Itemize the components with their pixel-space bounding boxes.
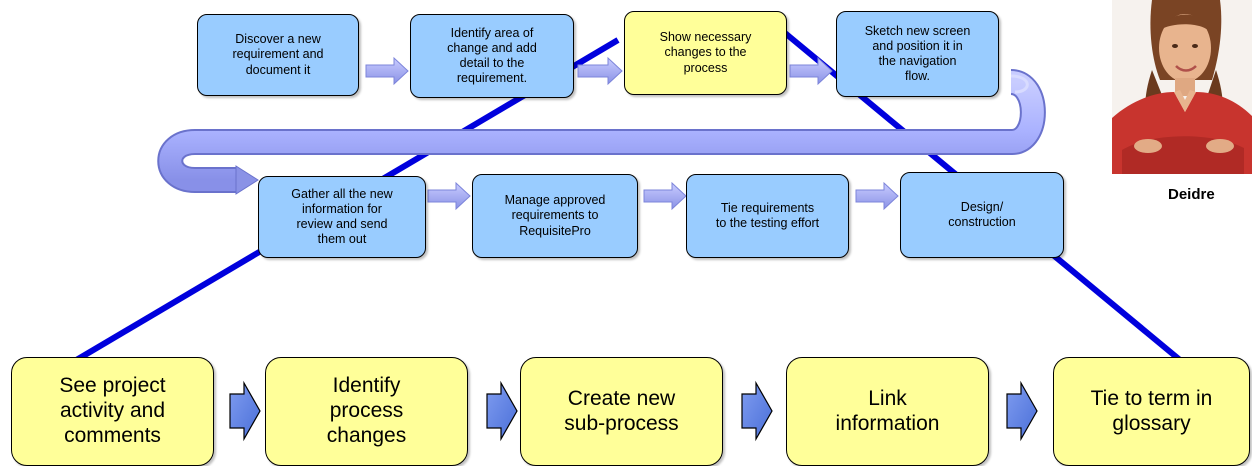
step-manage-approved-requirements: Manage approved requirements to Requisit… (472, 174, 638, 258)
flow-arrow-icon (365, 56, 409, 86)
step-show-process-changes: Show necessary changes to the process (624, 11, 787, 95)
step-label: Identify area of change and add detail t… (447, 25, 537, 86)
action-label: See project activity and comments (59, 374, 166, 447)
step-sketch-new-screen: Sketch new screen and position it in the… (836, 11, 999, 97)
action-identify-process-changes[interactable]: Identify process changes (265, 357, 468, 466)
action-label: Identify process changes (326, 374, 407, 447)
step-label: Show necessary changes to the process (659, 30, 752, 75)
flow-arrow-icon (427, 181, 471, 211)
flow-arrow-icon (486, 380, 518, 442)
step-label: Gather all the new information for revie… (291, 186, 393, 247)
action-link-information[interactable]: Link information (786, 357, 989, 466)
step-label: Sketch new screen and position it in the… (864, 23, 971, 84)
flow-arrow-icon (741, 380, 773, 442)
step-tie-requirements-testing: Tie requirements to the testing effort (686, 174, 849, 258)
person-photo-icon (1112, 0, 1252, 174)
flow-arrow-icon (229, 380, 261, 442)
step-label: Design/ construction (948, 199, 1016, 229)
action-label: Create new sub-process (564, 386, 679, 435)
action-see-project-activity[interactable]: See project activity and comments (11, 357, 214, 466)
flow-arrow-icon (577, 56, 623, 86)
step-gather-information: Gather all the new information for revie… (258, 176, 426, 258)
action-create-sub-process[interactable]: Create new sub-process (520, 357, 723, 466)
flow-arrow-icon (789, 56, 833, 86)
step-design-construction: Design/ construction (900, 172, 1064, 258)
step-discover-requirement: Discover a new requirement and document … (197, 14, 359, 96)
step-label: Manage approved requirements to Requisit… (504, 193, 606, 238)
persona-name: Deidre (1168, 186, 1215, 203)
flow-arrow-icon (1006, 380, 1038, 442)
action-label: Link information (835, 386, 940, 435)
step-label: Tie requirements to the testing effort (715, 200, 820, 230)
step-label: Discover a new requirement and document … (232, 32, 324, 77)
action-label: Tie to term in glossary (1090, 386, 1213, 435)
action-tie-to-glossary[interactable]: Tie to term in glossary (1053, 357, 1250, 466)
flow-arrow-icon (855, 181, 899, 211)
uturn-flow-arrow (157, 69, 1046, 195)
flow-arrow-icon (643, 181, 687, 211)
step-identify-area-of-change: Identify area of change and add detail t… (410, 14, 574, 98)
